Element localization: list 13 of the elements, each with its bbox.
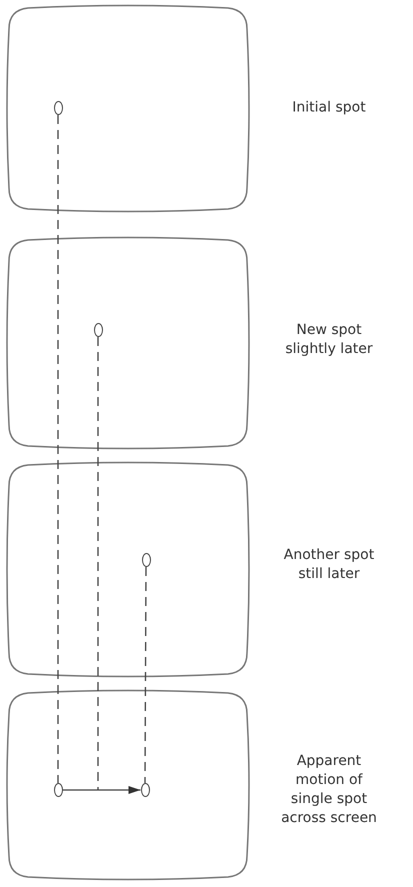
projection-line	[144, 567, 147, 783]
projection-line	[97, 337, 99, 790]
caption-text: Another spot still later	[282, 546, 376, 584]
spot	[142, 553, 150, 567]
spot	[140, 783, 150, 797]
spot	[54, 101, 62, 115]
arrow	[62, 786, 140, 794]
spot	[94, 323, 102, 337]
spot	[54, 783, 62, 797]
caption-text: Initial spot	[291, 98, 367, 118]
caption-text: Apparent motion of single spot across screen	[280, 752, 378, 828]
caption-text: New spot slightly later	[284, 321, 374, 359]
projection-line	[57, 115, 59, 783]
